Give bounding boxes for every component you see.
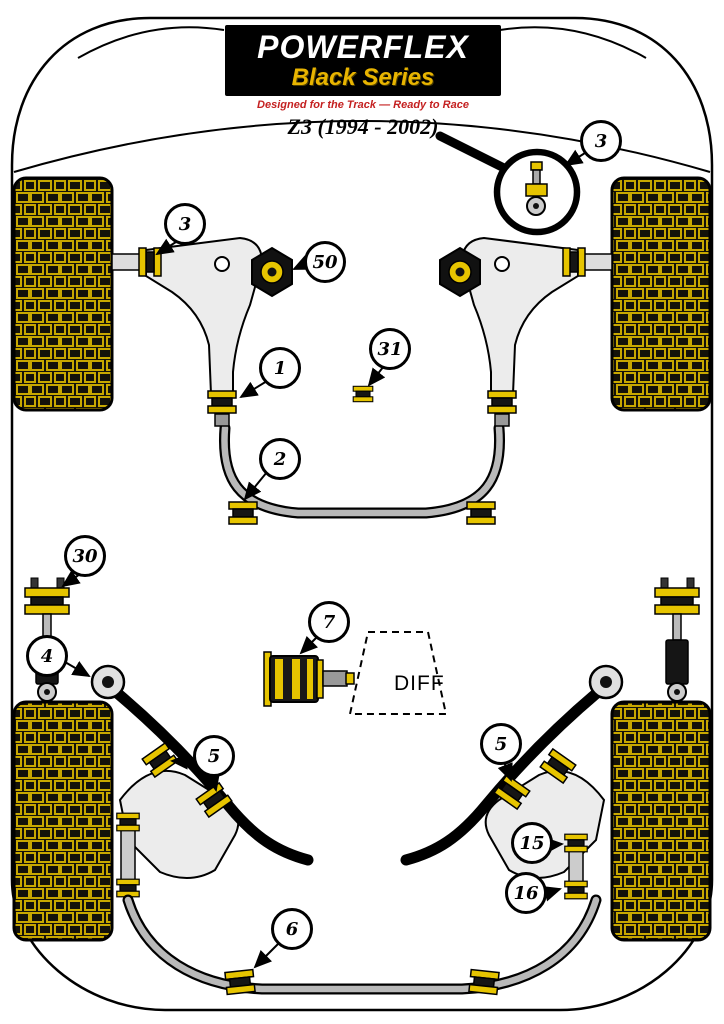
diff-dashed-outline <box>348 631 448 715</box>
front-arm-rear-bushing-right <box>487 390 517 427</box>
engine-mount-left <box>251 246 293 298</box>
callout-16: 16 <box>505 872 547 914</box>
callout-3-detail: 3 <box>580 120 622 162</box>
callout-4: 4 <box>26 635 68 677</box>
powerflex-logo: POWERFLEX Black Series <box>225 25 501 96</box>
steering-mount-bushing <box>352 385 374 403</box>
vehicle-model-title: Z3 (1994 - 2002) <box>287 114 439 139</box>
front-arm-rear-bushing-left <box>207 390 237 427</box>
tire-rear-right <box>610 700 712 942</box>
front-outer-bushing-right <box>562 247 586 277</box>
rear-anti-roll-bar <box>122 894 602 996</box>
brand-tagline: Designed for the Track — Ready to Race <box>257 99 469 111</box>
callout-7: 7 <box>308 601 350 643</box>
callout-3-front-wishbone: 3 <box>164 203 206 245</box>
rear-link-right <box>564 833 588 900</box>
rear-shock-right <box>654 577 700 702</box>
callout-31: 31 <box>369 328 411 370</box>
rear-link-left <box>116 812 140 898</box>
front-wishbone-right <box>460 236 613 395</box>
diff-label: DIFF <box>394 672 445 695</box>
brand-wordmark: POWERFLEX <box>257 29 469 65</box>
callout-50: 50 <box>304 241 346 283</box>
callout-1: 1 <box>259 347 301 389</box>
front-outer-bushing-left <box>138 247 162 277</box>
tire-front-left <box>12 176 114 412</box>
tire-rear-left <box>12 700 114 942</box>
front-arb-bushing-right <box>466 501 496 525</box>
series-wordmark: Black Series <box>291 64 435 91</box>
callout-6: 6 <box>271 908 313 950</box>
callout-arrows <box>61 149 586 969</box>
tire-front-right <box>610 176 712 412</box>
callout-5-rear-right: 5 <box>480 723 522 765</box>
callout-2: 2 <box>259 438 301 480</box>
magnifier-detail <box>435 131 581 236</box>
front-anti-roll-bar <box>218 422 506 519</box>
callout-5-rear-left: 5 <box>193 735 235 777</box>
front-arb-bushing-left <box>228 501 258 525</box>
engine-mount-right <box>439 246 481 298</box>
callout-30: 30 <box>64 535 106 577</box>
front-wishbone-left <box>111 236 264 395</box>
callout-15: 15 <box>511 822 553 864</box>
diff-mount-bushing <box>263 651 355 707</box>
